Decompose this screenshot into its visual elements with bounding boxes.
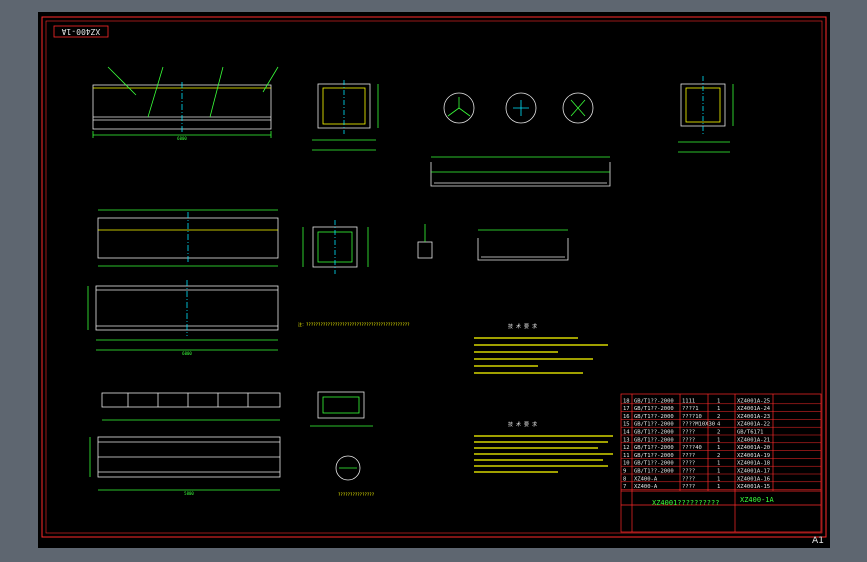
- parts-cell-part: ????: [682, 469, 695, 475]
- section-top-mid: [312, 80, 379, 151]
- inner-frame: [45, 20, 823, 534]
- beam-elevation-top: [92, 66, 279, 138]
- parts-cell-material: XZ4001A-19: [737, 453, 770, 459]
- parts-cell-part: 1111: [682, 398, 695, 404]
- parts-cell-ref: GB/T1??-2000: [634, 461, 674, 467]
- parts-cell-ref: GB/T1??-2000: [634, 437, 674, 443]
- parts-cell-qty: 1: [717, 461, 720, 467]
- parts-cell-part: ????: [682, 430, 695, 436]
- parts-cell-part: ????40: [682, 445, 702, 451]
- beam-plan-3: [87, 280, 279, 351]
- parts-cell-material: XZ4001A-23: [737, 414, 770, 420]
- parts-cell-no: 12: [623, 445, 630, 451]
- parts-cell-no: 17: [623, 406, 630, 412]
- circle-details: [443, 92, 594, 124]
- parts-cell-ref: GB/T1??-2000: [634, 406, 674, 412]
- parts-cell-no: 11: [623, 453, 630, 459]
- beam-elevation-2: [97, 209, 279, 267]
- parts-cell-no: 7: [623, 484, 626, 490]
- parts-cell-no: 16: [623, 414, 630, 420]
- parts-cell-material: XZ4001A-22: [737, 422, 770, 428]
- frame-label: XZ400-1A: [62, 27, 101, 36]
- dim-bottom-long: 5800: [184, 491, 194, 496]
- tech-text-2: [474, 435, 613, 473]
- section-2-mid: [302, 220, 369, 274]
- note-main: 注：??????????????????????????????????????…: [298, 321, 410, 327]
- parts-cell-qty: 1: [717, 476, 720, 482]
- layout-tab-a1[interactable]: A1: [812, 536, 824, 546]
- parts-cell-qty: 4: [717, 422, 721, 428]
- parts-cell-no: 9: [623, 469, 626, 475]
- parts-cell-qty: 2: [717, 414, 720, 420]
- parts-cell-qty: 1: [717, 469, 720, 475]
- parts-cell-qty: 1: [717, 398, 720, 404]
- parts-cell-ref: XZ400-A: [634, 476, 658, 482]
- parts-cell-ref: GB/T1??-2000: [634, 469, 674, 475]
- parts-cell-qty: 1: [717, 445, 720, 451]
- outer-frame: [41, 16, 827, 538]
- parts-cell-ref: GB/T1??-2000: [634, 445, 674, 451]
- note-side: ???????????????: [338, 492, 375, 497]
- parts-cell-ref: GB/T1??-2000: [634, 414, 674, 420]
- drawing-sheet[interactable]: XZ400-1A 6000: [38, 12, 830, 548]
- parts-cell-material: XZ4001A-25: [737, 398, 770, 404]
- parts-cell-no: 8: [623, 476, 626, 482]
- section-4-mid: [310, 391, 373, 427]
- parts-cell-ref: GB/T1??-2000: [634, 398, 674, 404]
- label-box: [53, 25, 109, 38]
- parts-cell-no: 14: [623, 430, 630, 436]
- tech-heading-1: 技 术 要 求: [508, 323, 537, 330]
- parts-cell-qty: 2: [717, 453, 720, 459]
- cad-drawing[interactable]: XZ400-1A 6000: [38, 12, 830, 548]
- parts-cell-material: XZ4001A-16: [737, 476, 770, 482]
- small-section: [417, 224, 433, 259]
- parts-cell-no: 15: [623, 422, 630, 428]
- parts-cell-no: 13: [623, 437, 630, 443]
- parts-cell-material: XZ4001A-17: [737, 469, 770, 475]
- circle-detail-bottom: [335, 455, 361, 481]
- parts-cell-part: ????: [682, 461, 695, 467]
- parts-cell-ref: GB/T1??-2000: [634, 430, 674, 436]
- parts-cell-part: ????M10X30: [682, 422, 715, 428]
- title-drawing-number: XZ400-1A: [740, 496, 775, 504]
- parts-cell-qty: 1: [717, 406, 720, 412]
- parts-cell-qty: 2: [717, 430, 720, 436]
- parts-cell-no: 18: [623, 398, 630, 404]
- channel-detail-mid: [477, 229, 569, 261]
- section-top-right: [678, 76, 734, 153]
- parts-cell-material: XZ4001A-18: [737, 461, 770, 467]
- parts-cell-material: GB/T6171: [737, 430, 764, 436]
- dim-mid-long: 6000: [182, 351, 192, 356]
- beam-plan-5: [89, 436, 281, 491]
- parts-cell-part: ????10: [682, 414, 702, 420]
- parts-cell-part: ????: [682, 453, 695, 459]
- title-block: [620, 393, 822, 533]
- parts-cell-part: ????: [682, 484, 695, 490]
- tech-heading-2: 技 术 要 求: [508, 421, 537, 428]
- parts-cell-material: XZ4001A-20: [737, 445, 770, 451]
- beam-elevation-4: [101, 392, 281, 421]
- parts-cell-ref: GB/T1??-2000: [634, 422, 674, 428]
- parts-cell-ref: XZ400-A: [634, 484, 658, 490]
- tech-text-1: [474, 337, 608, 374]
- parts-cell-ref: GB/T1??-2000: [634, 453, 674, 459]
- parts-cell-part: ????: [682, 437, 695, 443]
- dim-top-long: 6000: [177, 136, 187, 141]
- parts-cell-material: XZ4001A-15: [737, 484, 770, 490]
- channel-detail-top: [430, 156, 611, 187]
- parts-cell-material: XZ4001A-21: [737, 437, 770, 443]
- parts-cell-part: ????: [682, 476, 695, 482]
- parts-cell-qty: 1: [717, 484, 720, 490]
- parts-cell-material: XZ4001A-24: [737, 406, 771, 412]
- parts-cell-qty: 1: [717, 437, 720, 443]
- parts-cell-part: ????1: [682, 406, 699, 412]
- title-drawing-name: XZ4001??????????: [652, 499, 719, 507]
- parts-cell-no: 10: [623, 461, 630, 467]
